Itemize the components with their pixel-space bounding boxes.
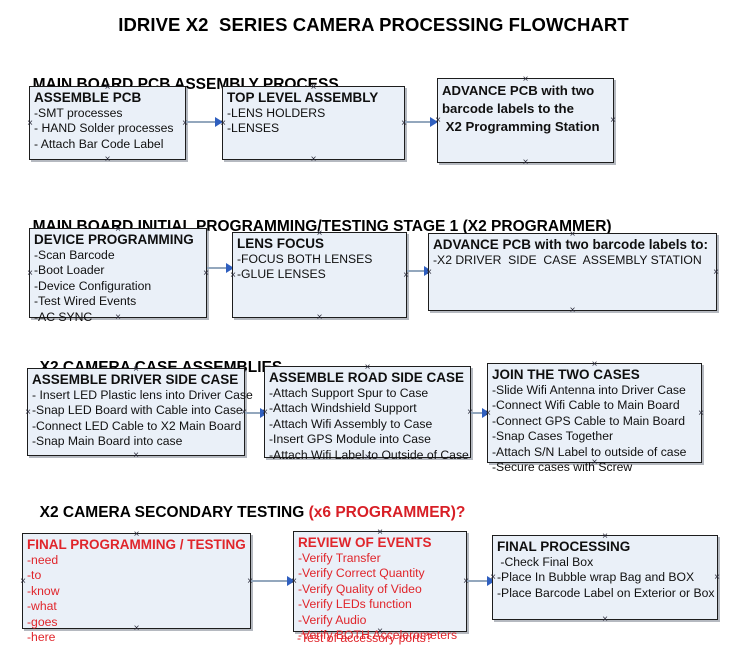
node-title: FINAL PROGRAMMING / TESTING <box>27 537 246 552</box>
node-line: -here <box>27 630 56 645</box>
node-line: -Scan Barcode <box>34 248 115 262</box>
resize-handle-bottom[interactable] <box>309 155 318 164</box>
node-top-level-assembly[interactable]: TOP LEVEL ASSEMBLY -LENS HOLDERS -LENSES <box>222 86 405 160</box>
node-title: ASSEMBLE PCB <box>34 90 142 105</box>
node-line: -SMT processes <box>34 106 123 120</box>
node-line: -goes <box>27 614 58 629</box>
connector-review-of-events-to-final-processing <box>467 580 493 582</box>
node-line: -need <box>27 553 59 567</box>
node-device-programming[interactable]: DEVICE PROGRAMMING -Scan Barcode -Boot L… <box>29 228 207 324</box>
arrow-icon <box>226 263 234 273</box>
connector-top-level-to-advance-pcb <box>405 121 435 123</box>
page-title: IDRIVE X2 SERIES CAMERA PROCESSING FLOWC… <box>118 14 629 35</box>
node-lens-focus[interactable]: LENS FOCUS -FOCUS BOTH LENSES -GLUE LENS… <box>232 232 407 318</box>
resize-handle-bottom[interactable] <box>315 313 324 322</box>
node-line: - Attach Bar Code Label <box>34 136 164 151</box>
node-line: -Connect LED Cable to X2 Main Board <box>32 418 242 433</box>
node-line: - HAND Solder processes <box>34 121 174 136</box>
node-assemble-pcb[interactable]: ASSEMBLE PCB -SMT processes - HAND Solde… <box>29 86 186 160</box>
node-line: -LENS HOLDERS <box>227 106 326 120</box>
node-line: -GLUE LENSES <box>237 267 326 282</box>
connector-final-programming-to-review-of-events <box>251 580 295 582</box>
node-advance-pcb-to-x2-programming-station[interactable]: ADVANCE PCB with two barcode labels to t… <box>437 78 614 163</box>
node-title: JOIN THE TWO CASES <box>492 367 640 382</box>
node-line: -Attach S/N Label to outside of case <box>492 444 687 459</box>
node-line: -Test Wired Events <box>34 294 137 309</box>
node-line: - Insert LED Plastic lens into Driver Ca… <box>32 388 253 402</box>
node-title: FINAL PROCESSING <box>497 539 631 554</box>
node-line-overflow: -Test of accessory ports? <box>297 631 433 645</box>
node-line: X2 Programming Station <box>442 119 600 134</box>
node-line: -what <box>27 599 57 614</box>
node-join-the-two-cases[interactable]: JOIN THE TWO CASES -Slide Wifi Antenna i… <box>487 363 702 474</box>
connector-assemble-pcb-to-top-level <box>186 121 220 123</box>
resize-handle-right[interactable] <box>712 268 721 277</box>
node-title: TOP LEVEL ASSEMBLY <box>227 90 379 105</box>
node-line: -Place In Bubble wrap Bag and BOX <box>497 570 695 585</box>
resize-handle-bottom[interactable] <box>568 306 577 315</box>
arrow-icon <box>287 576 295 586</box>
node-line: -AC SYNC <box>34 309 93 324</box>
arrow-icon <box>482 408 490 418</box>
section-header-x2-camera-secondary-testing: X2 CAMERA SECONDARY TESTING (x6 PROGRAMM… <box>31 486 466 522</box>
node-assemble-road-side-case[interactable]: ASSEMBLE ROAD SIDE CASE -Attach Support … <box>264 366 471 462</box>
node-line: -Verify Quality of Video <box>298 581 422 596</box>
node-line: -Attach Wifi Label to Outside of Case <box>269 447 469 462</box>
node-line: -Slide Wifi Antenna into Driver Case <box>492 383 686 397</box>
node-line: -Connect Wifi Cable to Main Board <box>492 398 680 413</box>
resize-handle-bottom[interactable] <box>103 155 112 164</box>
node-line: -LENSES <box>227 121 280 136</box>
node-line: -X2 DRIVER SIDE CASE ASSEMBLY STATION <box>433 253 702 267</box>
node-line: -Attach Windshield Support <box>269 401 417 416</box>
resize-handle-bottom[interactable] <box>132 451 141 460</box>
node-assemble-driver-side-case[interactable]: ASSEMBLE DRIVER SIDE CASE - Insert LED P… <box>27 368 253 456</box>
node-title: ADVANCE PCB with two barcode labels to: <box>433 237 709 252</box>
connector-road-case-to-join-cases <box>471 412 489 414</box>
node-line: -Attach Wifi Assembly to Case <box>269 416 433 431</box>
node-line: barcode labels to the <box>442 101 574 116</box>
node-line: -Snap LED Board with Cable into Case <box>32 403 243 418</box>
connector-device-programming-to-lens-focus <box>207 267 231 269</box>
node-line: -Verify BOTH Accelerometers <box>298 628 458 643</box>
arrow-icon <box>487 576 495 586</box>
connector-lens-focus-to-advance-pcb <box>407 270 429 272</box>
node-line: -to <box>27 568 42 583</box>
node-review-of-events[interactable]: REVIEW OF EVENTS -Verify Transfer -Verif… <box>293 531 467 642</box>
section-header-text: X2 CAMERA SECONDARY TESTING <box>39 504 309 521</box>
node-line: -Place Barcode Label on Exterior or Box <box>497 585 715 600</box>
node-line: -Attach Support Spur to Case <box>269 386 429 400</box>
node-title: ASSEMBLE DRIVER SIDE CASE <box>32 372 239 387</box>
section-header-accent: (x6 PROGRAMMER)? <box>308 504 466 521</box>
node-line: -Device Configuration <box>34 278 152 293</box>
node-line: -Verify Audio <box>298 612 367 627</box>
node-advance-pcb-to-driver-side-case-assembly[interactable]: ADVANCE PCB with two barcode labels to: … <box>428 233 717 311</box>
node-line: ADVANCE PCB with two <box>442 83 595 98</box>
node-line: -Check Final Box <box>497 555 594 569</box>
resize-handle-bottom[interactable] <box>601 615 610 624</box>
node-title: LENS FOCUS <box>237 236 325 251</box>
arrow-icon <box>215 117 223 127</box>
node-line: -FOCUS BOTH LENSES <box>237 252 373 266</box>
node-line: -Connect GPS Cable to Main Board <box>492 413 686 428</box>
node-title: DEVICE PROGRAMMING <box>34 232 194 247</box>
resize-handle-bottom[interactable] <box>521 158 530 167</box>
connector-driver-case-to-road-case <box>245 412 267 414</box>
node-line: -Snap Main Board into case <box>32 434 183 449</box>
node-line: -Verify Transfer <box>298 551 381 565</box>
node-line: -Secure cases with Screw <box>492 460 633 475</box>
node-final-programming-testing[interactable]: FINAL PROGRAMMING / TESTING -need -to -k… <box>22 533 251 644</box>
node-line: -Verify LEDs function <box>298 597 412 612</box>
node-line: -Boot Loader <box>34 263 105 278</box>
node-title: ASSEMBLE ROAD SIDE CASE <box>269 370 465 385</box>
node-final-processing[interactable]: FINAL PROCESSING -Check Final Box -Place… <box>492 535 718 620</box>
node-line: -know <box>27 583 60 598</box>
node-title: REVIEW OF EVENTS <box>298 535 432 550</box>
node-line: -Insert GPS Module into Case <box>269 432 431 447</box>
arrow-icon <box>430 117 438 127</box>
node-line: -Verify Correct Quantity <box>298 566 425 581</box>
node-line: -Snap Cases Together <box>492 429 614 444</box>
